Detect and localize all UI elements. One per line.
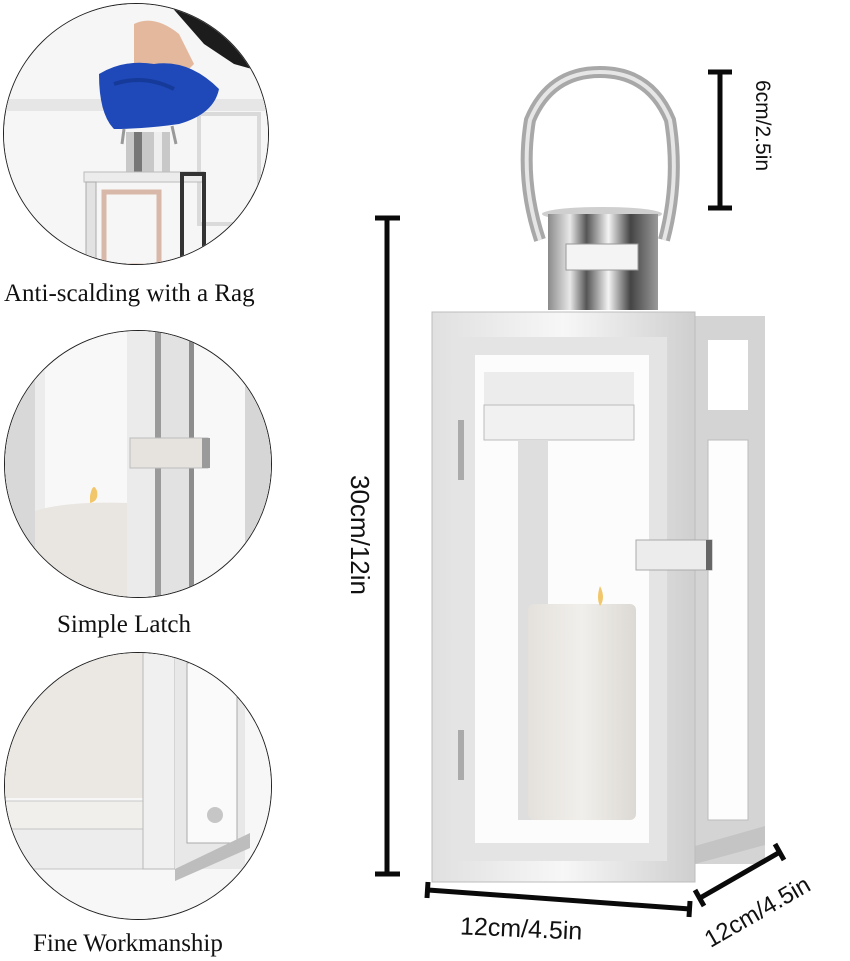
handle-dimension-line	[708, 69, 732, 211]
feature-caption-fine-workmanship: Fine Workmanship	[33, 930, 223, 957]
feature-caption-anti-scalding: Anti-scalding with a Rag	[4, 280, 255, 307]
width-dimension-line	[424, 881, 693, 918]
frame-corner-illustration	[5, 653, 271, 919]
rag-scene-illustration	[4, 4, 268, 264]
handle-dimension-label: 6cm/2.5in	[751, 80, 774, 172]
depth-dimension-line	[692, 842, 787, 908]
feature-caption-simple-latch: Simple Latch	[57, 611, 191, 638]
latch-illustration	[5, 331, 271, 597]
flame-icon	[598, 586, 603, 606]
width-dimension-label: 12cm/4.5in	[459, 912, 583, 946]
height-dimension-label: 30cm/12in	[345, 475, 375, 595]
height-dimension-line	[375, 215, 400, 877]
feature-image-simple-latch	[4, 330, 272, 598]
feature-image-anti-scalding	[3, 3, 269, 265]
feature-image-fine-workmanship	[4, 652, 272, 920]
